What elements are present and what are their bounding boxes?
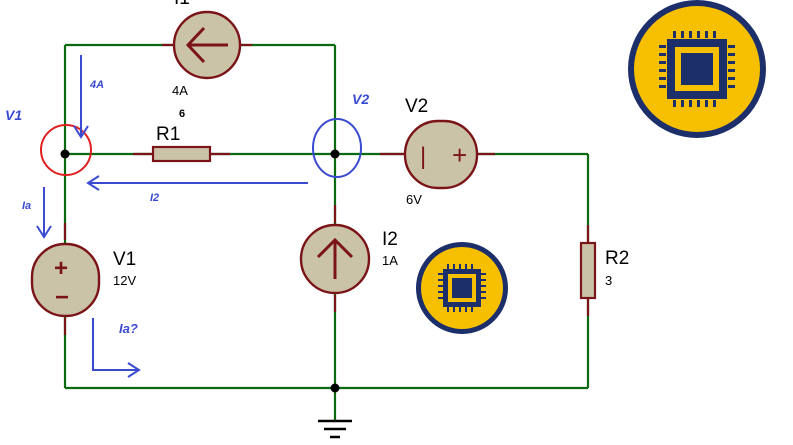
current-source-i1[interactable] [162,10,252,80]
v2-minus-sign: | [420,143,426,170]
i2-value: 1A [382,253,398,268]
current-4a-arrow [73,55,89,139]
junction-dot-bottom [330,383,340,393]
question-ia-label: Ia? [119,321,138,336]
v2-value: 6V [406,192,422,207]
node-v1-label: V1 [5,107,22,123]
node-v2-circle [312,118,362,178]
current-ia-label: Ia [22,200,31,212]
i1-value: 4A [172,83,188,98]
r1-name: R1 [156,124,180,145]
ground-icon [318,419,352,439]
v2-name: V2 [405,96,428,117]
i1-name: I1 [174,0,190,9]
resistor-r2[interactable] [579,225,597,316]
node-v2-label: V2 [352,91,369,107]
v1-name: V1 [113,249,136,270]
v1-value: 12V [113,273,136,288]
i2-name: I2 [382,229,398,250]
v1-plus-sign: + [54,255,68,282]
current-source-i2[interactable] [299,205,371,312]
current-ia-arrow [36,187,52,239]
current-4a-label: 4A [89,79,104,91]
r2-value: 3 [605,273,612,288]
v2-plus-sign: + [452,140,467,170]
question-ia-arrow [92,318,141,378]
arrow-left-icon [185,26,228,64]
arrow-up-icon [316,237,354,279]
node-v1-circle [40,124,92,176]
junction-dot-v1 [60,149,70,159]
resistor-r1[interactable] [133,145,230,163]
current-i2-label: I2 [150,192,159,204]
v1-minus-sign: − [55,284,69,311]
chip-badge-icon [416,242,508,334]
voltage-source-v2[interactable]: | + [380,119,495,190]
r2-name: R2 [605,248,629,269]
junction-dot-v2 [330,149,340,159]
i1-extra: 6 [179,108,185,120]
voltage-source-v1[interactable]: + − [30,223,101,335]
chip-badge-icon [628,0,766,138]
current-i2-arrow [86,175,308,191]
